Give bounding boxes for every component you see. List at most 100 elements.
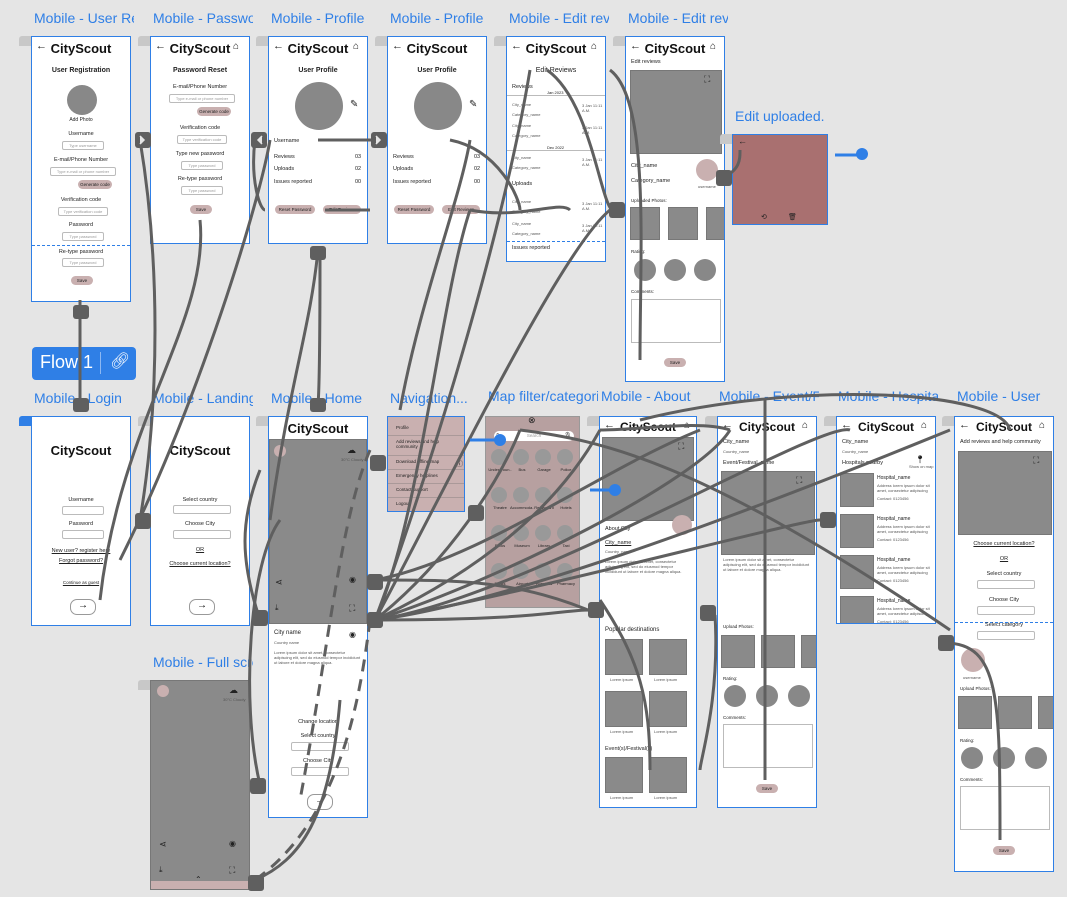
download-icon[interactable]: ⤓	[275, 603, 279, 612]
nav-item-add-reviews[interactable]: Add reviews and help community	[396, 439, 440, 449]
hospital-photo[interactable]	[840, 473, 874, 507]
frame-label-edit-reviews-2[interactable]: Mobile - Edit reviews	[628, 10, 728, 26]
frame-label-hospital[interactable]: Mobile - Hospitals	[838, 388, 938, 404]
uploaded-photo[interactable]	[668, 207, 698, 240]
map-category-icon[interactable]	[535, 487, 551, 503]
nav-item-offline-map[interactable]: Download offline map	[396, 459, 440, 464]
username-input[interactable]: Type username	[62, 141, 104, 150]
eye-icon[interactable]: ◉	[229, 839, 236, 848]
hospital-name[interactable]: Hospital_name	[877, 475, 911, 481]
comments-input[interactable]	[631, 299, 721, 343]
hospital-name[interactable]: Hospital_name	[877, 516, 911, 522]
back-arrow-icon[interactable]: ←	[630, 40, 641, 52]
map-category-icon[interactable]	[557, 525, 573, 541]
rating-star[interactable]	[634, 259, 656, 281]
country-select[interactable]	[291, 742, 349, 751]
register-link[interactable]: New user? register here	[51, 548, 111, 554]
frame-label-profile-2[interactable]: Mobile - Profile	[390, 10, 484, 26]
home-icon[interactable]: ⌂	[1039, 420, 1046, 431]
home-icon[interactable]: ⌂	[921, 420, 928, 431]
uploaded-photo[interactable]	[630, 207, 660, 240]
rating-star[interactable]	[961, 747, 983, 769]
forgot-password-link[interactable]: Forgot password?	[58, 558, 104, 564]
uploaded-photo[interactable]	[998, 696, 1032, 729]
share-icon[interactable]: ⋖	[159, 839, 167, 849]
reset-password-button[interactable]: Reset Password	[275, 205, 315, 214]
frame-label-map-filter[interactable]: Map filter/categories	[488, 388, 598, 404]
map-category-icon[interactable]	[513, 563, 529, 579]
map-category-icon[interactable]	[513, 487, 529, 503]
frame-label-event[interactable]: Mobile - Event/Festival	[719, 388, 819, 404]
show-on-map-link[interactable]: Show on map	[909, 464, 934, 469]
go-button[interactable]: →	[307, 794, 333, 810]
home-icon[interactable]: ⌂	[802, 420, 809, 431]
mic-icon[interactable]: 🎙︎	[564, 433, 572, 439]
home-icon[interactable]: ⌂	[233, 41, 240, 52]
uploaded-photo[interactable]	[958, 696, 992, 729]
save-button[interactable]: Save	[756, 784, 778, 793]
frame-label-edit-reviews-1[interactable]: Mobile - Edit reviews	[509, 10, 609, 26]
save-button[interactable]: Save	[71, 276, 93, 285]
map-category-icon[interactable]	[491, 525, 507, 541]
frame-label-profile-1[interactable]: Mobile - Profile	[271, 10, 365, 26]
retype-input[interactable]: Type password	[62, 258, 104, 267]
rating-star[interactable]	[1025, 747, 1047, 769]
back-arrow-icon[interactable]: ←	[273, 40, 284, 52]
nav-item-profile[interactable]: Profile	[396, 425, 409, 430]
destination-photo[interactable]	[605, 691, 643, 727]
nav-item-contact[interactable]: Contact support	[396, 487, 428, 492]
frame-label-login[interactable]: Mobile - Login	[34, 390, 122, 406]
hospital-name[interactable]: Hospital_name	[877, 598, 911, 604]
country-select[interactable]	[173, 505, 231, 514]
save-button[interactable]: Save	[993, 846, 1015, 855]
frame-label-password-reset[interactable]: Mobile - Password Reset	[153, 10, 253, 26]
new-password-input[interactable]: Type password	[181, 161, 223, 170]
eye-icon[interactable]: ◉	[349, 630, 356, 639]
nav-item-logout[interactable]: Logout	[396, 501, 410, 506]
hospital-photo[interactable]	[840, 555, 874, 589]
rating-star[interactable]	[694, 259, 716, 281]
frame-label-edit-uploaded[interactable]: Edit uploaded...	[735, 108, 825, 124]
back-arrow-icon[interactable]: ←	[738, 136, 747, 146]
uploaded-photo[interactable]	[706, 207, 724, 240]
category-select[interactable]	[977, 631, 1035, 640]
uploaded-photo[interactable]	[1038, 696, 1053, 729]
event-photo[interactable]	[649, 757, 687, 793]
verification-input[interactable]: Type verification code	[58, 207, 108, 216]
uploaded-photo[interactable]	[761, 635, 795, 668]
login-submit-button[interactable]: →	[70, 599, 96, 615]
back-arrow-icon[interactable]: ←	[155, 40, 166, 52]
destination-photo[interactable]	[649, 639, 687, 675]
username-input[interactable]	[62, 506, 104, 515]
frame-label-home[interactable]: Mobile - Home	[271, 390, 363, 406]
save-button[interactable]: Save	[190, 205, 212, 214]
hospital-name[interactable]: Hospital_name	[877, 557, 911, 563]
hospital-photo[interactable]	[840, 596, 874, 623]
rating-star[interactable]	[724, 685, 746, 707]
edit-icon[interactable]: ✎	[469, 99, 478, 110]
expand-icon[interactable]: ⛶	[704, 74, 711, 84]
country-select[interactable]	[977, 580, 1035, 589]
rating-star[interactable]	[664, 259, 686, 281]
continue-button[interactable]: →	[189, 599, 215, 615]
generate-code-button[interactable]: Generate code	[197, 107, 231, 116]
save-button[interactable]: Save	[664, 358, 686, 367]
share-icon[interactable]: ⋖	[275, 577, 283, 587]
email-input[interactable]: Type e-mail or phone number	[50, 167, 116, 176]
rating-star[interactable]	[788, 685, 810, 707]
avatar[interactable]	[157, 685, 169, 697]
back-arrow-icon[interactable]: ←	[36, 40, 47, 52]
map-pin-icon[interactable]: 📍︎	[915, 455, 926, 464]
crop-icon[interactable]: ⟲	[761, 214, 767, 221]
home-icon[interactable]: ⌂	[684, 420, 691, 431]
hospital-photo[interactable]	[840, 514, 874, 548]
expand-icon[interactable]: ⛶	[1033, 455, 1040, 465]
home-icon[interactable]: ⌂	[591, 41, 598, 52]
frame-label-navigation[interactable]: Navigation...	[390, 390, 468, 406]
rating-star[interactable]	[993, 747, 1015, 769]
password-input[interactable]	[62, 530, 104, 539]
map-category-icon[interactable]	[557, 563, 573, 579]
reset-password-button[interactable]: Reset Password	[394, 205, 434, 214]
map-category-icon[interactable]	[491, 487, 507, 503]
map-category-icon[interactable]	[535, 525, 551, 541]
